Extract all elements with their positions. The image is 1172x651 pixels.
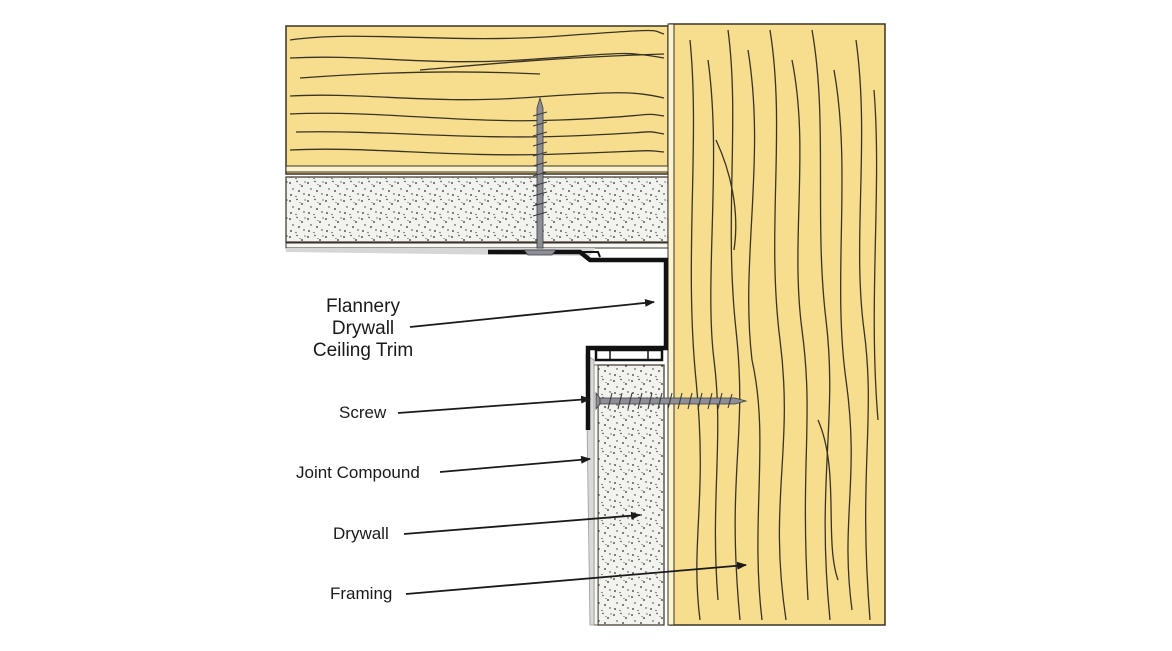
label-ceiling-trim-line2: Drywall — [331, 318, 395, 339]
leader-arrows — [397, 298, 747, 595]
arrow-joint-compound — [439, 455, 591, 473]
label-joint-compound: Joint Compound — [296, 463, 420, 482]
arrow-framing — [405, 561, 747, 595]
arrow-drywall — [403, 511, 641, 535]
wall-screw — [595, 391, 748, 411]
arrow-ceiling-trim — [409, 298, 655, 328]
ceiling-drywall — [285, 176, 669, 256]
ceiling-trim — [488, 249, 669, 430]
ceiling-screw — [523, 96, 557, 256]
label-ceiling-trim-line1: Flannery — [326, 296, 400, 317]
label-screw: Screw — [339, 403, 387, 422]
ceiling-joist — [285, 25, 669, 175]
label-ceiling-trim-line3: Ceiling Trim — [312, 340, 414, 361]
label-ceiling-trim: Flannery Drywall Ceiling Trim — [300, 296, 426, 362]
label-framing: Framing — [330, 584, 393, 603]
framing-stud — [667, 23, 886, 626]
label-drywall: Drywall — [333, 524, 389, 543]
arrow-screw — [397, 395, 591, 414]
wall-drywall — [585, 354, 665, 626]
